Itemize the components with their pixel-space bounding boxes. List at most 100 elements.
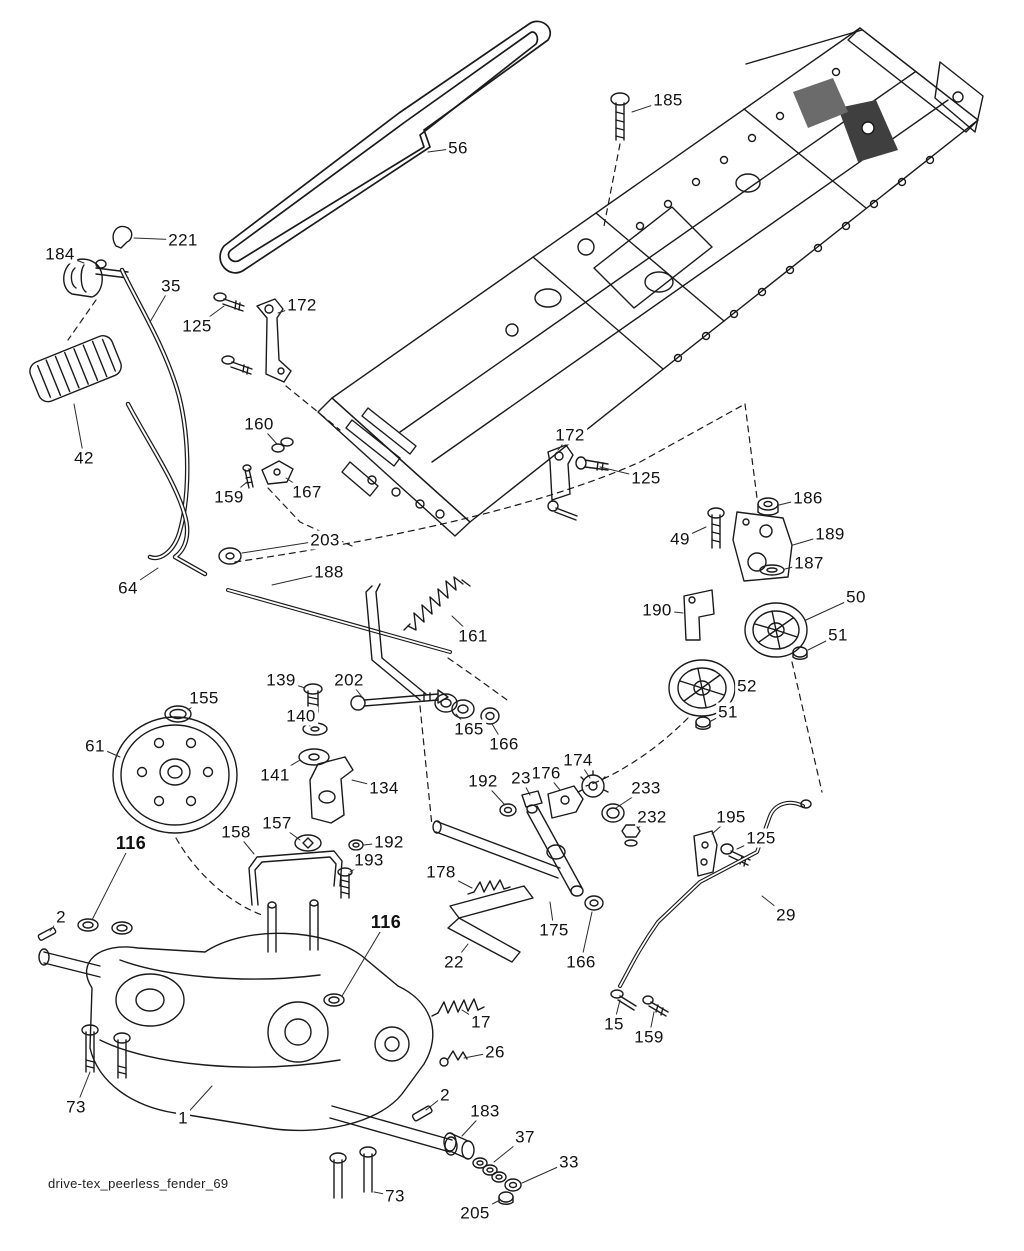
clutch-lever	[365, 583, 427, 701]
part-label-167: 167	[290, 482, 324, 502]
washer-33	[504, 1178, 522, 1192]
pedal-boot-184	[63, 258, 107, 298]
washer-233	[601, 803, 625, 823]
part-label-188: 188	[312, 562, 346, 582]
flange-nuts-116-left	[77, 918, 133, 935]
spring-17	[431, 998, 485, 1017]
part-label-140: 140	[284, 706, 318, 726]
part-label-165: 165	[452, 719, 486, 739]
part-label-125-a: 125	[180, 316, 214, 336]
leader-lines	[49, 99, 857, 1214]
bracket-172-right	[547, 444, 574, 501]
part-label-56: 56	[446, 138, 470, 158]
part-label-190: 190	[640, 600, 674, 620]
retaining-ring-155	[164, 705, 192, 723]
part-label-2-a: 2	[54, 907, 68, 927]
bracket-190	[683, 589, 715, 641]
part-label-195: 195	[714, 807, 748, 827]
part-label-15: 15	[602, 1014, 626, 1034]
spacer-183	[443, 1132, 475, 1160]
square-key-2-right	[411, 1105, 433, 1122]
part-label-161: 161	[456, 626, 490, 646]
part-label-203: 203	[308, 530, 342, 550]
guard-bracket-158	[248, 850, 343, 906]
clip-221	[112, 225, 133, 249]
part-label-160: 160	[242, 414, 276, 434]
shift-bar	[432, 820, 561, 879]
bolt-232	[621, 824, 641, 847]
transaxle-1	[38, 899, 458, 1156]
nut-51-left	[695, 716, 711, 730]
bolts-125-left	[213, 292, 253, 375]
part-label-159-a: 159	[212, 487, 246, 507]
part-label-141: 141	[258, 765, 292, 785]
bolt-15	[610, 989, 637, 1011]
part-label-42: 42	[72, 448, 96, 468]
part-label-1: 1	[176, 1108, 190, 1128]
bolts-73-bottom	[329, 1146, 377, 1199]
part-label-33: 33	[557, 1152, 581, 1172]
part-label-205: 205	[458, 1203, 492, 1223]
brake-rod-29	[618, 799, 812, 988]
part-label-64: 64	[116, 578, 140, 598]
part-label-37: 37	[513, 1127, 537, 1147]
idler-pulley-52	[668, 659, 736, 717]
washer-187	[759, 564, 785, 576]
part-label-233: 233	[629, 778, 663, 798]
part-label-17: 17	[469, 1012, 493, 1032]
washers-37	[472, 1157, 507, 1183]
part-label-183: 183	[468, 1101, 502, 1121]
part-label-2-b: 2	[438, 1085, 452, 1105]
bracket-176	[547, 785, 584, 819]
part-label-35: 35	[159, 276, 183, 296]
support-bracket-22	[447, 885, 534, 963]
part-label-125-c: 125	[744, 828, 778, 848]
control-rod-64	[125, 401, 208, 577]
part-label-116-a: 116	[113, 833, 149, 853]
part-label-174: 174	[561, 750, 595, 770]
bracket-172-left	[256, 298, 292, 383]
washers-160	[271, 437, 294, 453]
clip-26	[439, 1050, 468, 1067]
washer-166-right	[584, 895, 604, 911]
part-label-134: 134	[367, 778, 401, 798]
part-label-189: 189	[813, 524, 847, 544]
link-rod-202	[350, 689, 449, 711]
part-label-186: 186	[791, 488, 825, 508]
idler-arm-189	[732, 511, 793, 582]
part-label-202: 202	[332, 670, 366, 690]
washer-157	[294, 834, 322, 852]
part-label-139: 139	[264, 670, 298, 690]
bolt-193	[337, 867, 353, 899]
drawing-reference-text: drive-tex_peerless_fender_69	[48, 1176, 229, 1191]
shift-shaft-175	[526, 804, 584, 897]
washer-203	[218, 547, 242, 565]
part-label-51-a: 51	[826, 625, 850, 645]
part-label-192-b: 192	[372, 832, 406, 852]
part-label-52: 52	[735, 676, 759, 696]
nut-192-left	[348, 839, 364, 851]
part-label-193: 193	[352, 850, 386, 870]
foot-pad-42	[29, 335, 122, 403]
bearings-165	[434, 693, 475, 719]
spacer-23	[521, 790, 543, 808]
screw-159-right	[642, 995, 669, 1017]
assembly-guides	[67, 143, 823, 916]
part-label-166-b: 166	[564, 952, 598, 972]
input-pulley-61	[112, 716, 238, 834]
bolts-73-left	[81, 1024, 131, 1079]
part-label-184: 184	[43, 244, 77, 264]
part-label-176: 176	[529, 763, 563, 783]
nut-51-right	[792, 646, 808, 660]
part-label-192-a: 192	[466, 771, 500, 791]
part-label-51-b: 51	[716, 702, 740, 722]
nut-205	[498, 1191, 514, 1205]
part-label-116-b: 116	[368, 912, 404, 932]
bracket-167	[261, 460, 294, 485]
part-label-125-b: 125	[629, 468, 663, 488]
bolt-185	[610, 92, 630, 141]
part-label-172-b: 172	[553, 425, 587, 445]
part-label-166-a: 166	[487, 734, 521, 754]
